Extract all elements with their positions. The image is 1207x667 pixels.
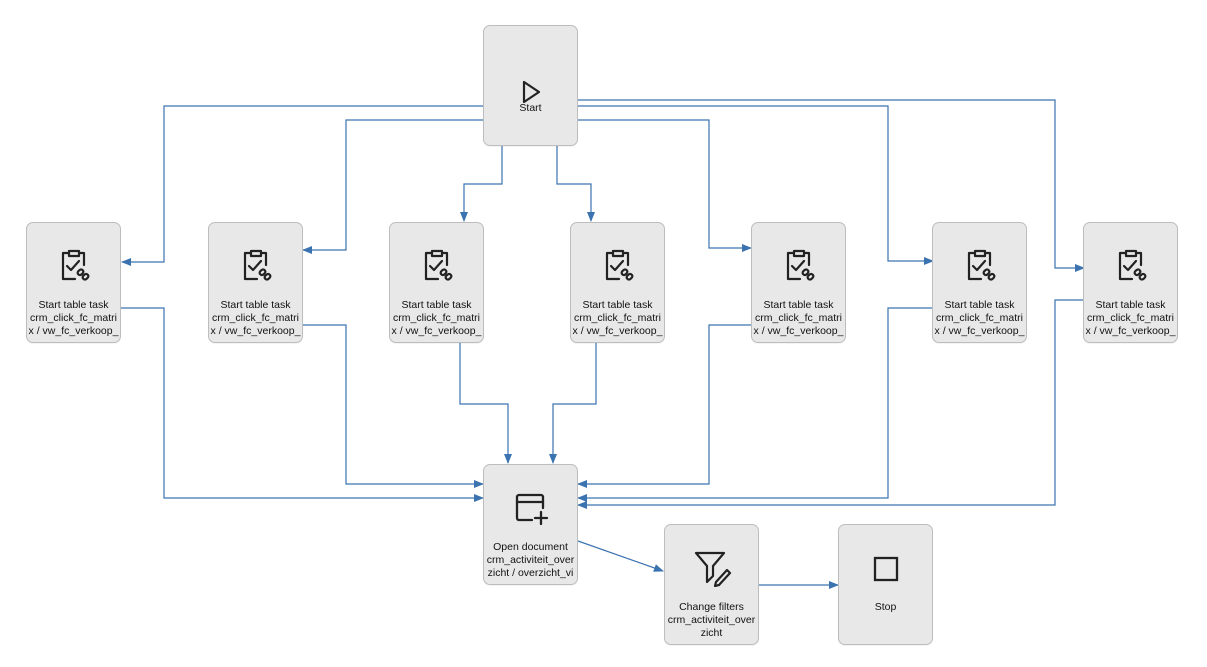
- edge-task4-open: [549, 343, 597, 464]
- stop-node-label-line: Stop: [874, 601, 897, 613]
- task-label: Start table task crm_click_fc_matri x / …: [27, 299, 120, 338]
- task-label: Start table task crm_click_fc_matri x / …: [933, 299, 1026, 338]
- filter-edit-icon: [692, 549, 732, 587]
- window-add-icon: [512, 489, 550, 527]
- task-label: Start table task crm_click_fc_matri x / …: [390, 299, 483, 338]
- open-document-label-line-3: zicht / overzicht_vi: [487, 567, 574, 579]
- edge-start-task6: [578, 105, 934, 265]
- task-label-line-3: x / vw_fc_verkoop_: [753, 325, 844, 337]
- clipboard-link-icon: [420, 248, 454, 282]
- task-label-line-2: crm_click_fc_matri: [574, 312, 661, 324]
- edge-task6-open: [577, 307, 933, 502]
- task-label-line-1: Start table task: [763, 299, 834, 311]
- clipboard-link-icon: [57, 248, 91, 282]
- change-filters-node[interactable]: Change filters crm_activiteit_over zicht: [664, 524, 759, 645]
- edge-start-task2: [302, 119, 484, 254]
- edge-task7-open: [577, 299, 1084, 509]
- edge-start-task4: [556, 146, 595, 222]
- task-label-line-3: x / vw_fc_verkoop_: [391, 325, 482, 337]
- start-table-task-node-7[interactable]: Start table task crm_click_fc_matri x / …: [1083, 222, 1178, 343]
- task-label-line-2: crm_click_fc_matri: [1087, 312, 1174, 324]
- edge-task1-open: [121, 307, 484, 502]
- edge-start-task5: [578, 119, 752, 252]
- task-label-line-1: Start table task: [401, 299, 472, 311]
- start-table-task-node-5[interactable]: Start table task crm_click_fc_matri x / …: [751, 222, 846, 343]
- edge-task2-open: [303, 324, 484, 488]
- task-label: Start table task crm_click_fc_matri x / …: [752, 299, 845, 338]
- task-label-line-2: crm_click_fc_matri: [212, 312, 299, 324]
- change-filters-label-line-3: zicht: [700, 627, 723, 639]
- start-table-task-node-6[interactable]: Start table task crm_click_fc_matri x / …: [932, 222, 1027, 343]
- task-label-line-3: x / vw_fc_verkoop_: [28, 325, 119, 337]
- task-label-line-3: x / vw_fc_verkoop_: [934, 325, 1025, 337]
- open-document-label-line-2: crm_activiteit_over: [486, 554, 575, 566]
- stop-node-label: Stop: [839, 601, 932, 614]
- edge-start-task3: [460, 146, 503, 222]
- edge-start-task7: [578, 99, 1085, 272]
- task-label: Start table task crm_click_fc_matri x / …: [571, 299, 664, 338]
- task-label-line-3: x / vw_fc_verkoop_: [1085, 325, 1176, 337]
- clipboard-link-icon: [1114, 248, 1148, 282]
- task-label: Start table task crm_click_fc_matri x / …: [209, 299, 302, 338]
- task-label-line-2: crm_click_fc_matri: [30, 312, 117, 324]
- task-label-line-3: x / vw_fc_verkoop_: [572, 325, 663, 337]
- start-table-task-node-4[interactable]: Start table task crm_click_fc_matri x / …: [570, 222, 665, 343]
- stop-node[interactable]: Stop: [838, 524, 933, 645]
- start-node-label: Start: [484, 102, 577, 115]
- task-label-line-1: Start table task: [944, 299, 1015, 311]
- open-document-node[interactable]: Open document crm_activiteit_over zicht …: [483, 464, 578, 585]
- task-label-line-1: Start table task: [38, 299, 109, 311]
- play-icon: [519, 79, 543, 105]
- task-label-line-2: crm_click_fc_matri: [936, 312, 1023, 324]
- task-label: Start table task crm_click_fc_matri x / …: [1084, 299, 1177, 338]
- change-filters-label-line-1: Change filters: [679, 601, 744, 613]
- change-filters-label-line-2: crm_activiteit_over: [667, 614, 756, 626]
- edge-open-filters: [577, 540, 664, 572]
- clipboard-link-icon: [239, 248, 273, 282]
- task-label-line-1: Start table task: [1095, 299, 1166, 311]
- task-label-line-2: crm_click_fc_matri: [755, 312, 842, 324]
- edge-start-task1: [121, 105, 484, 266]
- edge-task3-open: [459, 343, 512, 464]
- clipboard-link-icon: [601, 248, 635, 282]
- edge-task5-open: [577, 324, 752, 488]
- task-label-line-3: x / vw_fc_verkoop_: [210, 325, 301, 337]
- open-document-label: Open document crm_activiteit_over zicht …: [484, 541, 577, 580]
- start-table-task-node-1[interactable]: Start table task crm_click_fc_matri x / …: [26, 222, 121, 343]
- start-table-task-node-2[interactable]: Start table task crm_click_fc_matri x / …: [208, 222, 303, 343]
- start-table-task-node-3[interactable]: Start table task crm_click_fc_matri x / …: [389, 222, 484, 343]
- change-filters-label: Change filters crm_activiteit_over zicht: [665, 601, 758, 640]
- task-label-line-1: Start table task: [220, 299, 291, 311]
- start-node[interactable]: Start: [483, 25, 578, 146]
- stop-square-icon: [873, 556, 899, 582]
- task-label-line-2: crm_click_fc_matri: [393, 312, 480, 324]
- start-node-label-line: Start: [519, 102, 542, 114]
- open-document-label-line-1: Open document: [493, 541, 568, 553]
- clipboard-link-icon: [963, 248, 997, 282]
- task-label-line-1: Start table task: [582, 299, 653, 311]
- clipboard-link-icon: [782, 248, 816, 282]
